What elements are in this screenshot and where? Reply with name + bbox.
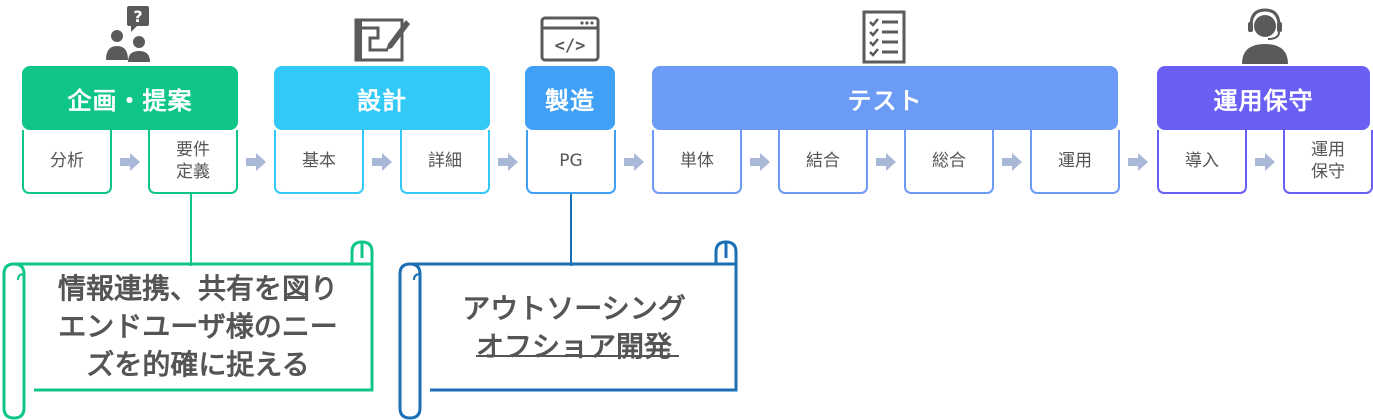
checklist-icon bbox=[862, 10, 906, 64]
process-step: 結合 bbox=[778, 130, 868, 194]
blueprint-icon bbox=[354, 18, 410, 62]
flow-arrow-icon bbox=[372, 153, 392, 171]
flow-arrow-icon bbox=[1002, 153, 1022, 171]
process-step: 単体 bbox=[652, 130, 742, 194]
svg-text:</>: </> bbox=[555, 36, 586, 56]
process-step: 基本 bbox=[274, 130, 364, 194]
flow-arrow-icon bbox=[876, 153, 896, 171]
process-step: 分析 bbox=[22, 130, 112, 194]
flow-arrow-icon bbox=[624, 153, 644, 171]
process-step: 運用 bbox=[1030, 130, 1120, 194]
process-step: 導入 bbox=[1157, 130, 1247, 194]
flow-arrow-icon bbox=[1255, 153, 1275, 171]
svg-text:?: ? bbox=[133, 7, 142, 26]
note-underline bbox=[476, 355, 679, 357]
process-step: 運用 保守 bbox=[1283, 130, 1373, 194]
note-requirements: 情報連携、共有を図り エンドユーザ様のニー ズを的確に捉える bbox=[57, 272, 338, 381]
flow-arrow-icon bbox=[120, 153, 140, 171]
connector-line bbox=[570, 194, 572, 266]
phase-header: 製造 bbox=[525, 66, 615, 130]
phase-header: 運用保守 bbox=[1157, 66, 1370, 130]
consultation-icon: ? bbox=[106, 6, 150, 62]
support-operator-icon bbox=[1242, 8, 1288, 64]
process-step: 詳細 bbox=[400, 130, 490, 194]
process-step: 要件 定義 bbox=[148, 130, 238, 194]
scroll-note-frame bbox=[2, 240, 374, 420]
process-step: 総合 bbox=[904, 130, 994, 194]
flow-arrow-icon bbox=[498, 153, 518, 171]
connector-line bbox=[190, 194, 192, 266]
note-outsourcing: アウトソーシング オフショア開発 bbox=[462, 292, 686, 363]
code-window-icon: </> bbox=[540, 16, 600, 62]
scroll-note-frame bbox=[398, 240, 738, 420]
phase-header: 企画・提案 bbox=[22, 66, 238, 130]
flow-arrow-icon bbox=[1128, 153, 1148, 171]
phase-header: テスト bbox=[652, 66, 1118, 130]
flow-arrow-icon bbox=[246, 153, 266, 171]
phase-header: 設計 bbox=[274, 66, 490, 130]
process-step: PG bbox=[526, 130, 616, 194]
flow-arrow-icon bbox=[750, 153, 770, 171]
